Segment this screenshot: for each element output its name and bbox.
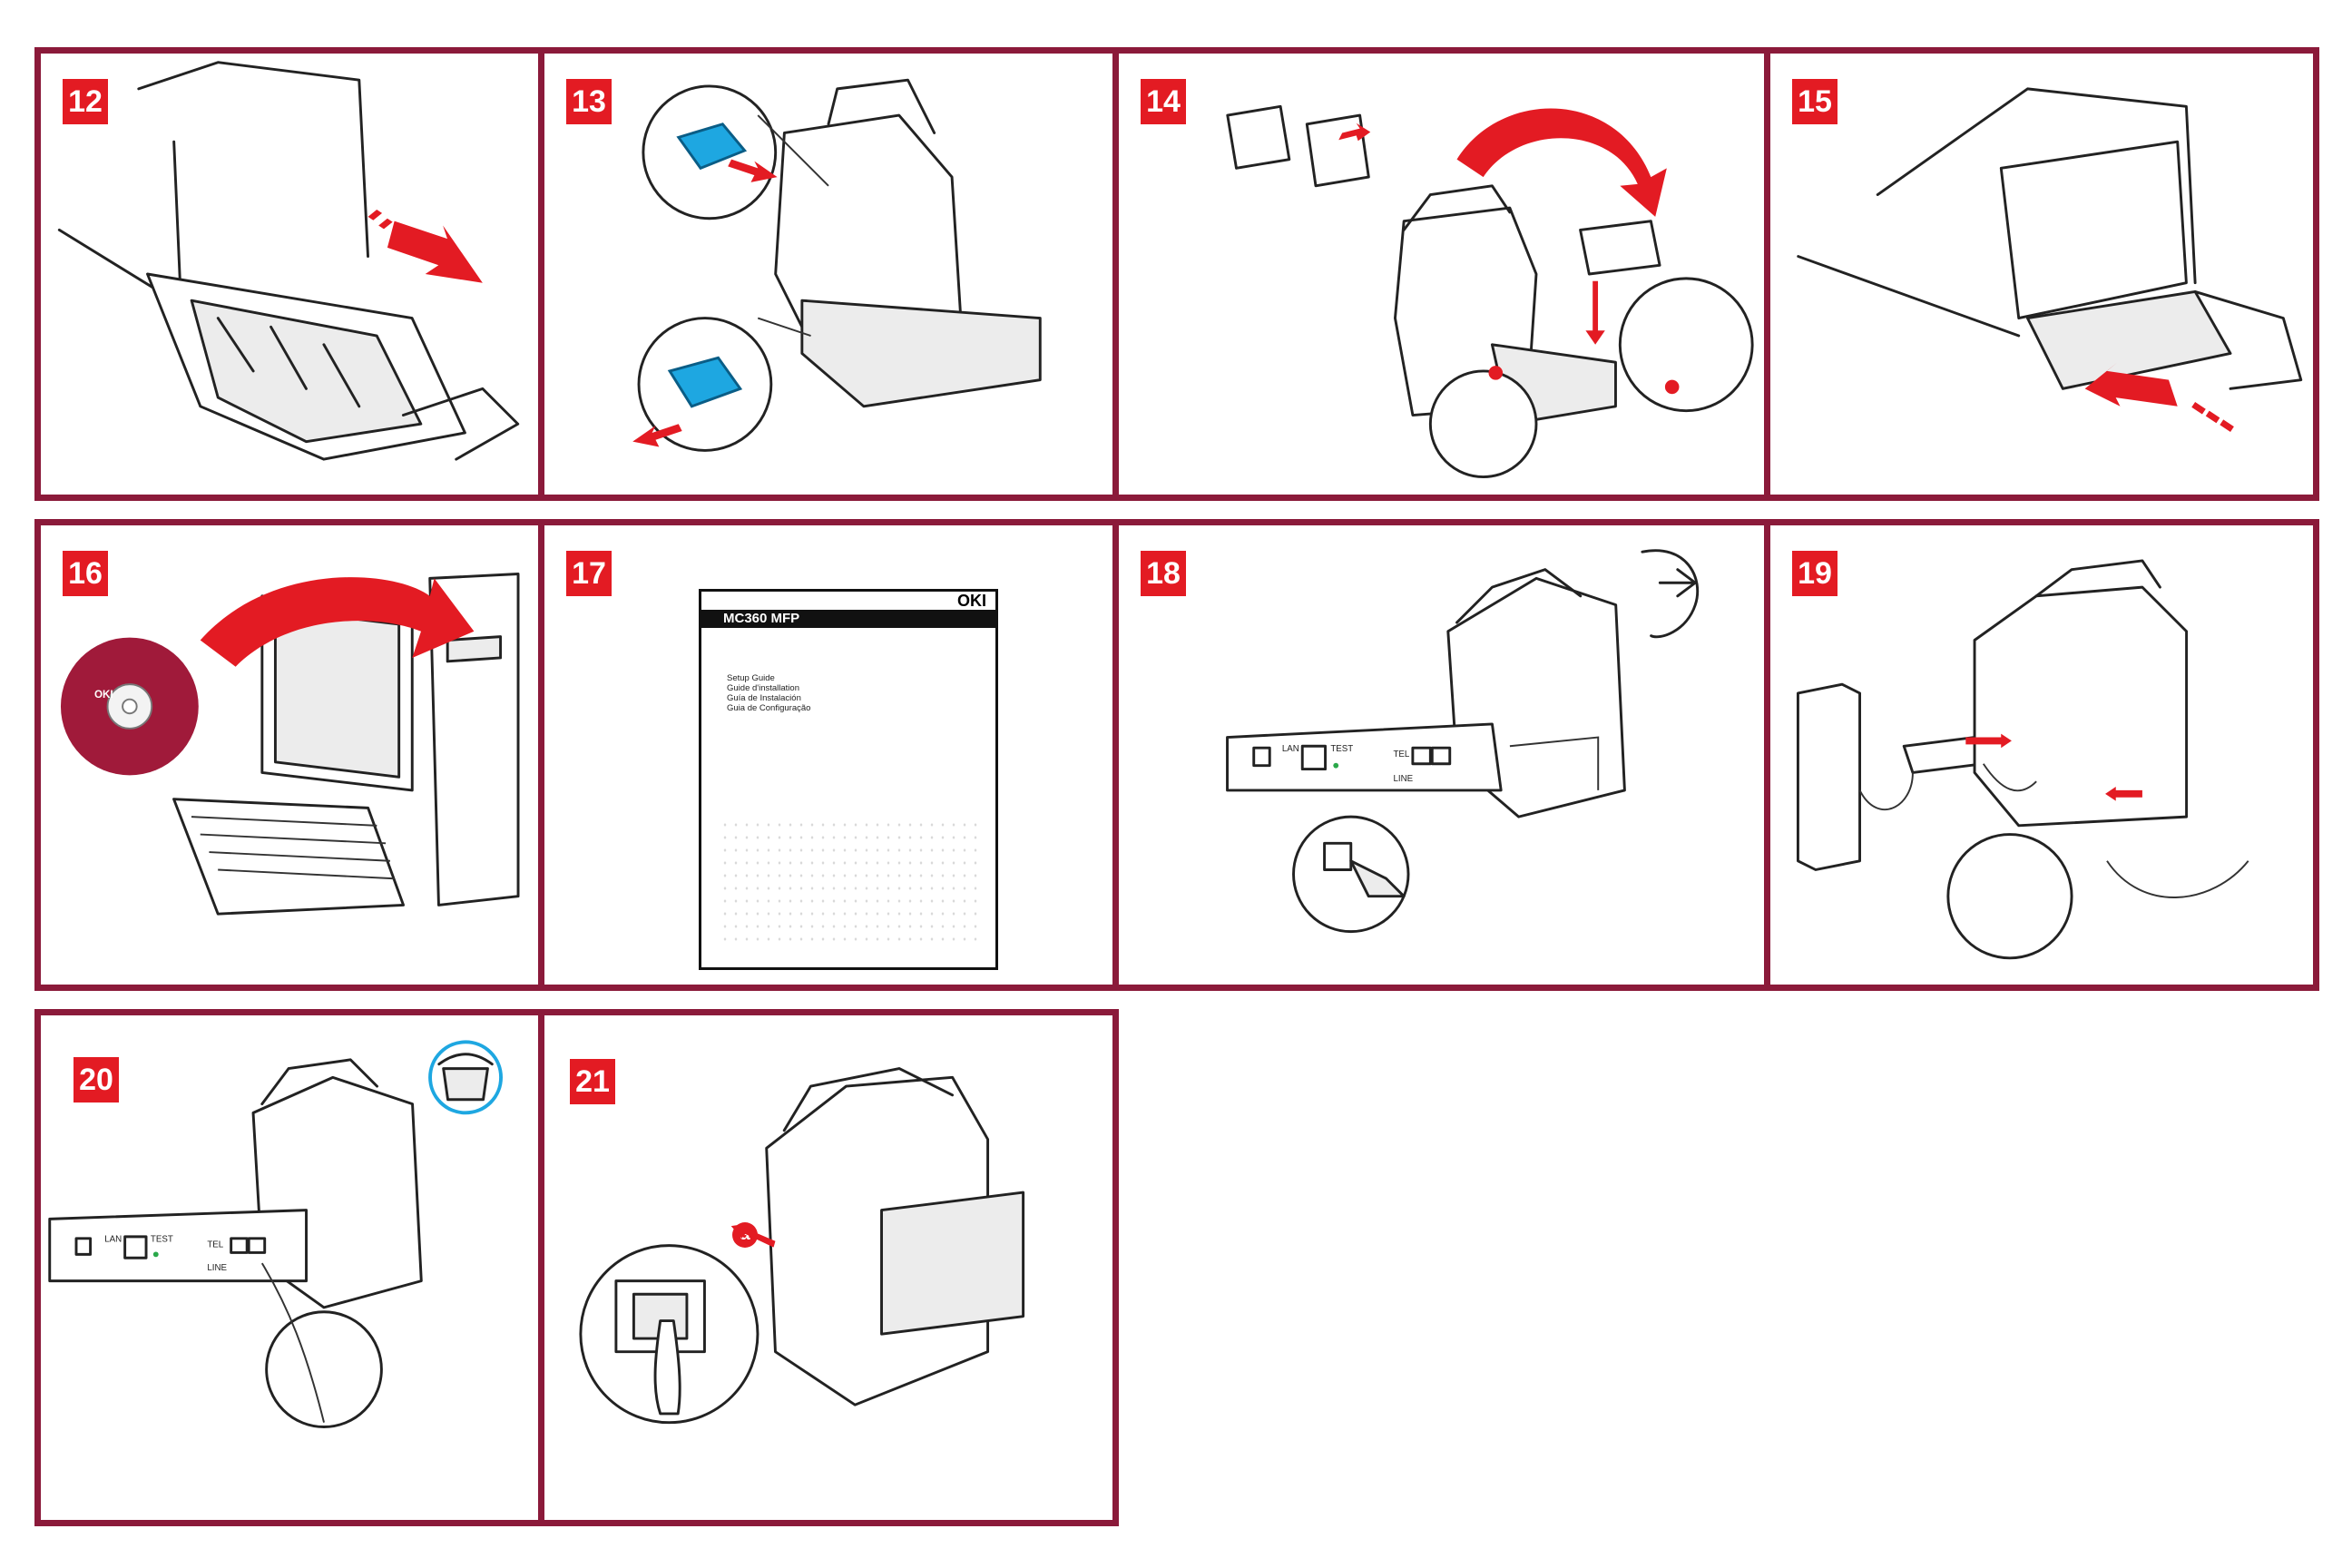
document-title: MC360 MFP: [723, 611, 799, 626]
document-languages: Setup Guide Guide d'installation Guía de…: [727, 673, 810, 713]
line-label: LINE: [1393, 774, 1413, 784]
test-label-20: TEST: [151, 1235, 173, 1245]
phone-line-connection-illustration: LAN TEST TEL LINE: [41, 1015, 538, 1520]
tel-label: TEL: [1393, 750, 1409, 760]
document-dot-pattern: [720, 818, 977, 946]
lan-label-20: LAN: [104, 1235, 122, 1245]
usb-connection-illustration: LAN TEST TEL LINE: [1119, 525, 1764, 985]
step-17-panel: 17 MC360 MFP OKI Setup Guide Guide d'ins…: [538, 519, 1119, 991]
install-software-cd-illustration: OKI: [41, 525, 538, 985]
network-connection-illustration: [1770, 525, 2313, 985]
document-logo: OKI: [957, 592, 986, 611]
printer-tray-pull-illustration: [41, 54, 538, 495]
test-label: TEST: [1330, 744, 1353, 754]
paper-guide-adjust-illustration: [544, 54, 1112, 495]
doc-line-2: Guide d'installation: [727, 683, 810, 693]
power-switch-illustration: [544, 1015, 1112, 1520]
setup-guide-document: MC360 MFP OKI Setup Guide Guide d'instal…: [699, 589, 998, 970]
line-label-20: LINE: [207, 1263, 227, 1273]
step-12-panel: 12: [34, 47, 544, 501]
cd-brand-label: OKI: [94, 689, 113, 701]
step-number-17: 17: [566, 551, 612, 596]
doc-line-3: Guía de Instalación: [727, 693, 810, 703]
tel-label-20: TEL: [207, 1240, 223, 1250]
paper-loading-illustration: [1119, 54, 1764, 495]
step-16-panel: 16 OKI: [34, 519, 544, 991]
doc-line-1: Setup Guide: [727, 673, 810, 683]
tray-insert-illustration: [1770, 54, 2313, 495]
doc-line-4: Guia de Configuração: [727, 703, 810, 713]
step-14-panel: 14: [1112, 47, 1770, 501]
step-20-panel: 20 LAN TEST TEL LINE: [34, 1009, 544, 1526]
step-13-panel: 13: [538, 47, 1119, 501]
step-15-panel: 15: [1764, 47, 2319, 501]
step-19-panel: 19: [1764, 519, 2319, 991]
lan-label: LAN: [1282, 744, 1299, 754]
step-18-panel: 18 LAN TEST TEL LINE: [1112, 519, 1770, 991]
step-21-panel: 21 a: [538, 1009, 1119, 1526]
